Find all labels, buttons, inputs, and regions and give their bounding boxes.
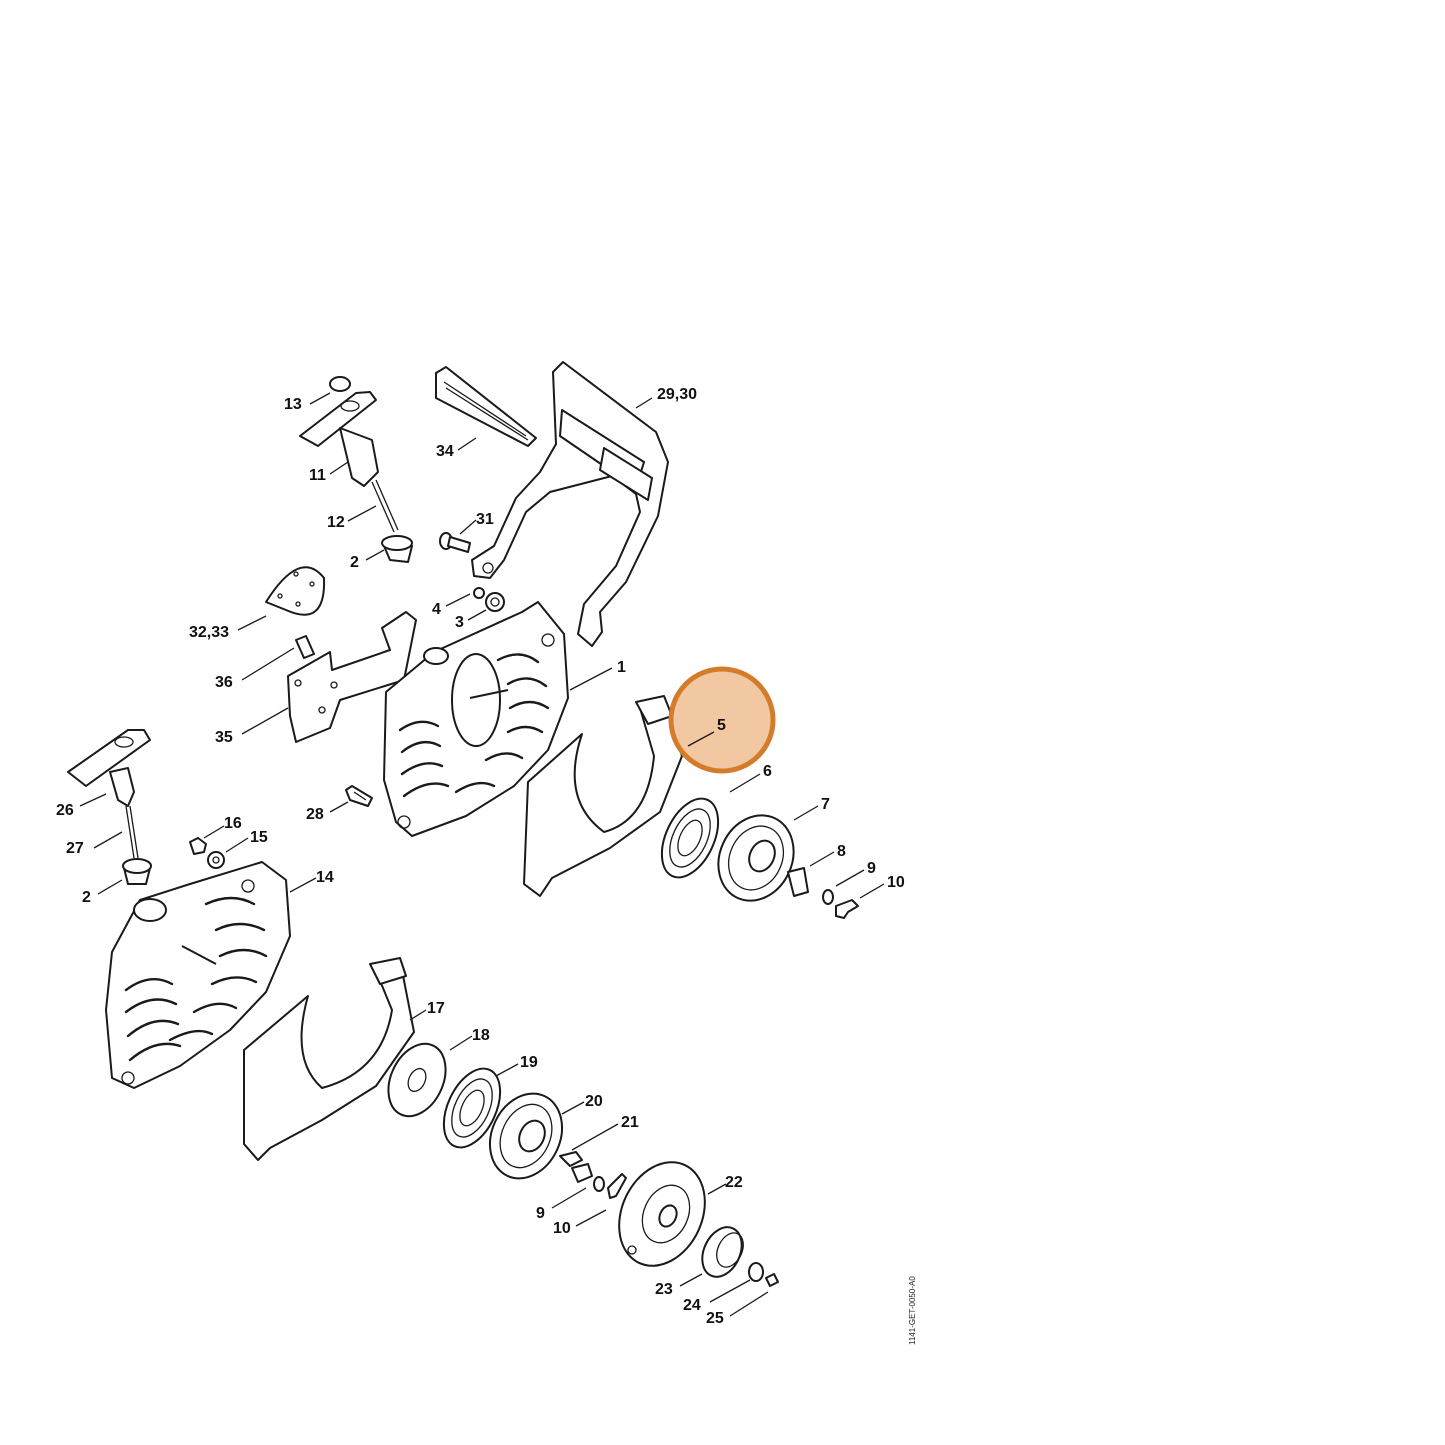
callout-34: 34	[436, 443, 454, 460]
callout-10-upper: 10	[887, 874, 905, 891]
callout-4: 4	[432, 601, 441, 618]
callout-22: 22	[725, 1174, 743, 1191]
callout-13: 13	[284, 396, 302, 413]
callout-24: 24	[683, 1297, 701, 1314]
callout-21: 21	[621, 1114, 639, 1131]
starter-cover-17	[243, 957, 415, 1161]
callout-2-upper: 2	[350, 554, 359, 571]
rope-guide-bushing-upper	[381, 535, 413, 563]
callout-12: 12	[327, 514, 345, 531]
callout-7: 7	[821, 796, 830, 813]
nut-and-washer	[473, 587, 505, 612]
screw-36	[295, 635, 315, 659]
callout-15: 15	[250, 829, 268, 846]
callout-1: 1	[617, 659, 626, 676]
rope-rotor-20	[489, 1092, 563, 1180]
callout-8: 8	[837, 843, 846, 860]
nut-25	[765, 1273, 779, 1287]
fan-housing-upper	[383, 601, 569, 837]
callout-36: 36	[215, 674, 233, 691]
callout-3: 3	[455, 614, 464, 631]
washer-18	[387, 1042, 447, 1118]
highlight-marker	[668, 666, 776, 774]
callout-27: 27	[66, 840, 84, 857]
spring-clip-10	[835, 899, 859, 919]
callout-9-lower: 9	[536, 1205, 545, 1222]
callout-20: 20	[585, 1093, 603, 1110]
screw-28	[345, 785, 373, 807]
callout-9-upper: 9	[867, 860, 876, 877]
callout-14: 14	[316, 869, 334, 886]
callout-18: 18	[472, 1027, 490, 1044]
pawl-8	[787, 867, 809, 897]
callout-32-33: 32,33	[189, 624, 229, 641]
rewind-spring-6	[660, 797, 720, 879]
callout-10-lower: 10	[553, 1220, 571, 1237]
hand-guard	[471, 361, 669, 647]
washer-9-lower	[593, 1176, 605, 1192]
starter-grip-lower	[67, 729, 151, 859]
disc-32-33	[265, 566, 326, 616]
spring-clip-10-lower	[607, 1173, 627, 1199]
drawing-code: 1141-GET-0050-A0	[908, 1276, 917, 1345]
callout-29-30: 29,30	[657, 386, 697, 403]
washer-9	[822, 889, 834, 905]
callout-16: 16	[224, 815, 242, 832]
callout-35: 35	[215, 729, 233, 746]
rope-guide-bushing-lower	[122, 858, 152, 885]
fan-cover-22	[618, 1161, 706, 1267]
callout-2-lower: 2	[82, 889, 91, 906]
callout-6: 6	[763, 763, 772, 780]
callout-28: 28	[306, 806, 324, 823]
callout-23: 23	[655, 1281, 673, 1298]
nut-16-washer-15	[189, 837, 225, 869]
hub-23	[701, 1226, 744, 1278]
callout-labels: 13 29,30 34 11 12 31 2 4 3 32,33 1 5 36 …	[56, 386, 905, 1327]
fan-housing-lower	[105, 861, 291, 1089]
pawl-21	[559, 1151, 593, 1183]
starter-grip-upper	[299, 376, 399, 533]
rewind-spring-19	[442, 1067, 502, 1149]
plate-35	[287, 611, 417, 743]
leader-lines	[79, 392, 885, 1317]
rope-rotor-7	[717, 814, 795, 902]
washer-24	[748, 1262, 764, 1282]
starter-cover-5	[523, 695, 683, 897]
guard-pad	[435, 366, 537, 447]
callout-25: 25	[706, 1310, 724, 1327]
callout-31: 31	[476, 511, 494, 528]
callout-19: 19	[520, 1054, 538, 1071]
callout-26: 26	[56, 802, 74, 819]
screw-31	[439, 532, 471, 553]
callout-5: 5	[717, 717, 726, 734]
callout-17: 17	[427, 1000, 445, 1017]
callout-11: 11	[309, 467, 326, 484]
